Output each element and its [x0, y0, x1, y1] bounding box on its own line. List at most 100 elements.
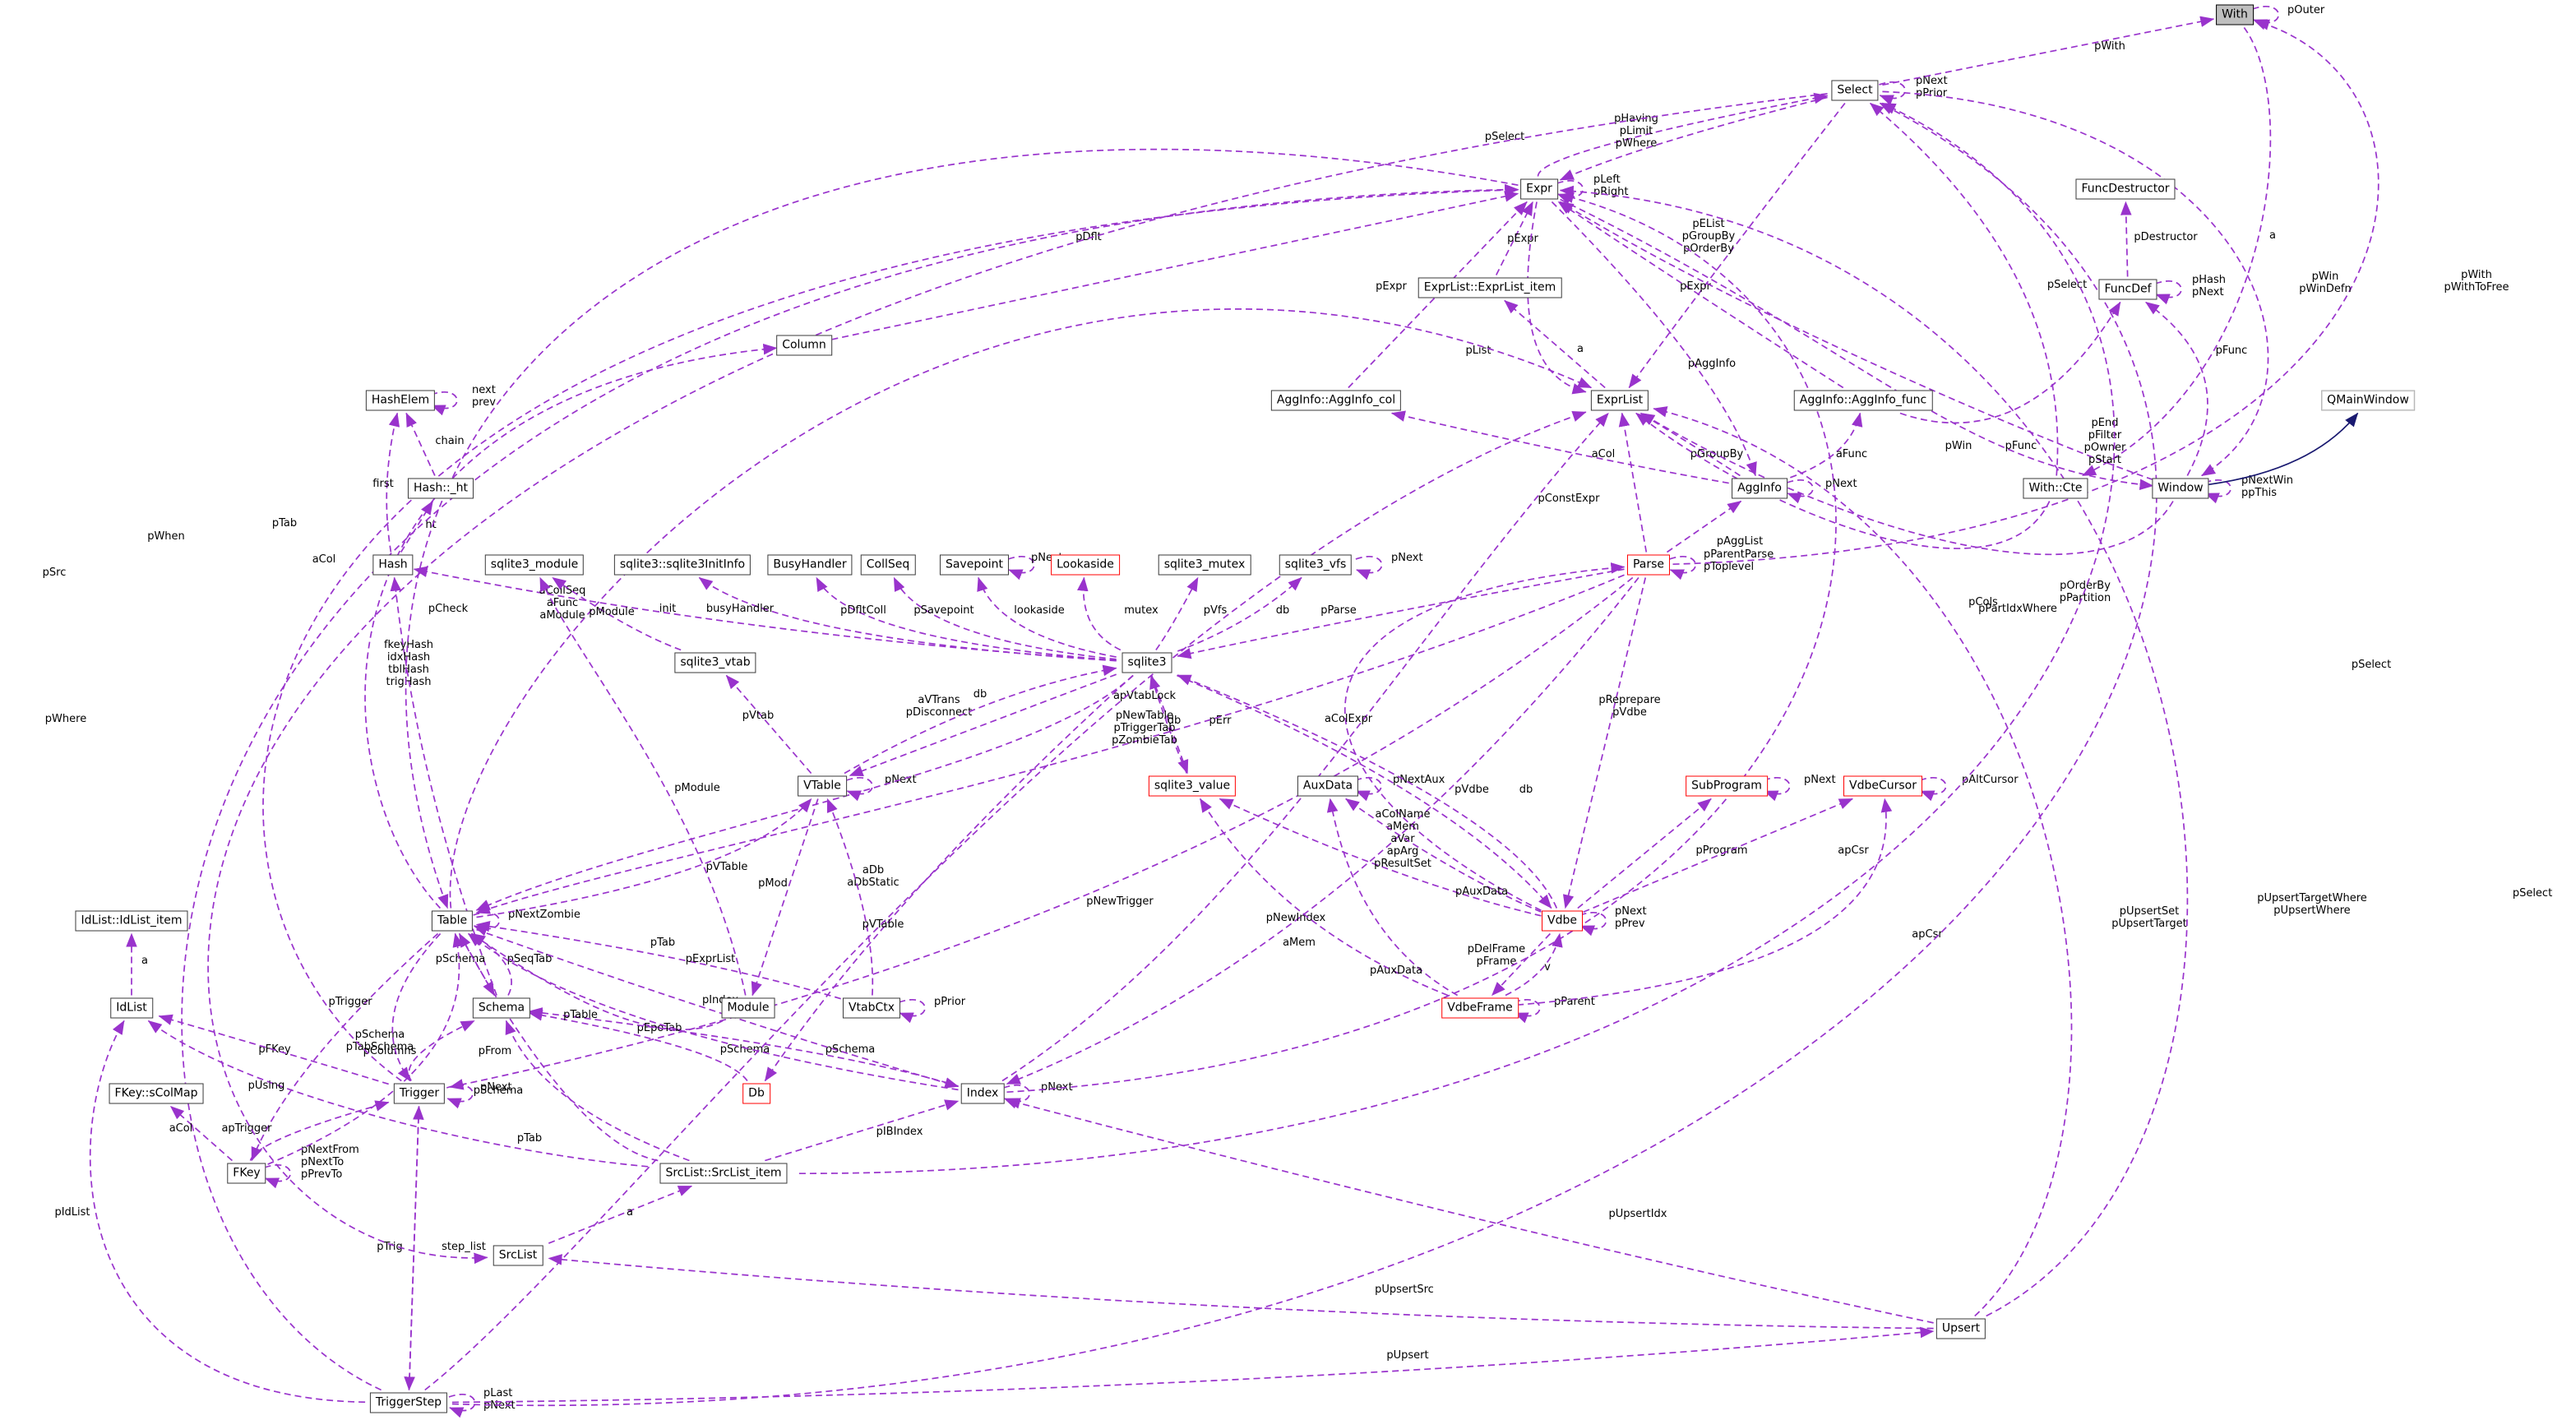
node-IdList[interactable]: IdList — [110, 997, 153, 1019]
node-VdbeCursor[interactable]: VdbeCursor — [1843, 775, 1922, 797]
edge-Vdbe-SubProgram — [1577, 798, 1712, 909]
node-Hash[interactable]: Hash — [372, 554, 414, 576]
node-InitInfo[interactable]: sqlite3::sqlite3InitInfo — [613, 554, 752, 576]
edge-label-FKey-Table: pFrom — [479, 1045, 511, 1057]
node-Index[interactable]: Index — [960, 1083, 1005, 1104]
node-Module[interactable]: Module — [721, 997, 775, 1019]
edge-FKey-FKey — [264, 1164, 292, 1189]
edge-sqlite3-sqlite3_vfs — [1177, 576, 1302, 652]
edge-label-Trigger-IdList: pColumns — [363, 1045, 417, 1057]
node-Savepoint[interactable]: Savepoint — [939, 554, 1010, 576]
node-Schema[interactable]: Schema — [472, 997, 531, 1019]
edge-Trigger-Schema — [408, 1020, 475, 1081]
node-Vdbe[interactable]: Vdbe — [1542, 910, 1583, 932]
edge-label-With-WithCte: a — [2269, 229, 2276, 242]
edge-label-Expr-Table: pTab — [272, 517, 297, 530]
node-HashElem[interactable]: HashElem — [365, 390, 436, 411]
node-HashHt[interactable]: Hash::_ht — [407, 478, 474, 499]
edge-Expr-Window — [1560, 198, 2154, 491]
edge-label-VtabCtx-Table: pTab — [650, 937, 675, 949]
node-With[interactable]: With — [2216, 4, 2254, 25]
edge-Trigger-IdList — [158, 1014, 389, 1085]
node-TriggerStep[interactable]: TriggerStep — [369, 1392, 448, 1413]
node-SrcList[interactable]: SrcList — [493, 1245, 543, 1266]
node-sqlite3_value[interactable]: sqlite3_value — [1148, 775, 1237, 797]
edge-AggInfoFunc-Expr — [1557, 201, 1844, 389]
edge-Hash-HashElem — [386, 412, 400, 553]
node-IdListItem[interactable]: IdList::IdList_item — [75, 910, 188, 932]
node-FuncDef[interactable]: FuncDef — [2098, 279, 2157, 300]
node-Window[interactable]: Window — [2152, 478, 2209, 499]
edge-Index-Table — [467, 932, 959, 1091]
edge-label-Trigger-Expr: pWhen — [147, 530, 185, 543]
node-Trigger[interactable]: Trigger — [393, 1083, 446, 1104]
edge-Index-ExprList — [1001, 412, 1609, 1082]
edge-label-Select-With: pWith — [2094, 40, 2125, 53]
edge-sqlite3-InitInfo — [698, 576, 1117, 662]
node-Upsert[interactable]: Upsert — [1935, 1318, 1986, 1339]
node-AggInfoCol[interactable]: AggInfo::AggInfo_col — [1270, 390, 1402, 411]
edge-label-sqlite3-BusyHandler: busyHandler — [706, 603, 775, 615]
edge-label-VtabCtx-VtabCtx: pPrior — [934, 996, 966, 1008]
edge-label-Parse-Index: pNewIndex — [1266, 912, 1326, 924]
node-ExprListItem[interactable]: ExprList::ExprList_item — [1417, 277, 1562, 298]
edge-label-VtabCtx-VTable: pVTable — [863, 918, 904, 931]
node-sqlite3[interactable]: sqlite3 — [1122, 652, 1172, 673]
node-SrcListItem[interactable]: SrcList::SrcList_item — [659, 1163, 788, 1184]
node-sqlite3_module[interactable]: sqlite3_module — [484, 554, 585, 576]
edge-VdbeFrame-Vdbe — [1505, 932, 1563, 997]
node-FKey[interactable]: FKey — [227, 1163, 266, 1184]
edge-sqlite3_vtab-sqlite3_module — [552, 576, 682, 651]
edge-label-Upsert-SrcList: pUpsertSrc — [1375, 1284, 1434, 1296]
edge-Parse-With — [1672, 19, 2379, 566]
node-Expr[interactable]: Expr — [1520, 178, 1558, 200]
edge-label-Parse-AggInfo: pAggList — [1717, 535, 1763, 548]
node-sqlite3_vtab[interactable]: sqlite3_vtab — [674, 652, 756, 673]
node-FuncDestructor[interactable]: FuncDestructor — [2075, 178, 2176, 200]
node-BusyHandler[interactable]: BusyHandler — [767, 554, 853, 576]
edge-label-VdbeFrame-VdbeFrame: pParent — [1554, 996, 1595, 1008]
node-Column[interactable]: Column — [776, 335, 832, 356]
node-WithCte[interactable]: With::Cte — [2023, 478, 2088, 499]
edge-label-AggInfoCol-Expr: pExpr — [1376, 280, 1407, 293]
edge-label-sqlite3_vtab-sqlite3_module: pModule — [589, 606, 635, 618]
node-Table[interactable]: Table — [431, 910, 474, 932]
node-AggInfoFunc[interactable]: AggInfo::AggInfo_func — [1793, 390, 1933, 411]
edge-label-AggInfoFunc-Expr: pExpr — [1680, 280, 1711, 293]
edge-VtabCtx-Table — [475, 920, 841, 1000]
edge-AggInfoFunc-FuncDef — [1899, 301, 2121, 424]
node-AggInfo[interactable]: AggInfo — [1732, 478, 1787, 499]
node-Lookaside[interactable]: Lookaside — [1051, 554, 1120, 576]
node-VdbeFrame[interactable]: VdbeFrame — [1441, 997, 1519, 1019]
node-Db[interactable]: Db — [742, 1083, 770, 1104]
node-CollSeq[interactable]: CollSeq — [860, 554, 916, 576]
edge-label-TriggerStep-Trigger: pTrig — [377, 1241, 403, 1253]
edge-Select-With — [1882, 16, 2215, 86]
node-Select[interactable]: Select — [1831, 80, 1879, 101]
node-sqlite3_mutex[interactable]: sqlite3_mutex — [1158, 554, 1251, 576]
node-QMainWindow[interactable]: QMainWindow — [2321, 390, 2415, 411]
edge-sqlite3-CollSeq — [893, 576, 1117, 660]
edge-label-SrcList-SrcListItem: a — [627, 1206, 633, 1219]
node-FKeyColMap[interactable]: FKey::sColMap — [109, 1083, 204, 1104]
node-AuxData[interactable]: AuxData — [1297, 775, 1359, 797]
node-ExprList[interactable]: ExprList — [1590, 390, 1649, 411]
edge-Upsert-ExprList — [1653, 406, 2073, 1317]
edge-label-FKey-FKeyColMap: aCol — [169, 1122, 193, 1135]
node-sqlite3_vfs[interactable]: sqlite3_vfs — [1279, 554, 1353, 576]
node-SubProgram[interactable]: SubProgram — [1686, 775, 1768, 797]
edge-label-VTable-sqlite3_vtab: pVtab — [742, 710, 774, 722]
node-VTable[interactable]: VTable — [798, 775, 847, 797]
node-Parse[interactable]: Parse — [1626, 554, 1671, 576]
edge-label-AggInfo-AggInfoCol: aCol — [1592, 448, 1616, 460]
node-VtabCtx[interactable]: VtabCtx — [842, 997, 901, 1019]
edge-VdbeCursor-VdbeCursor — [1919, 777, 1947, 802]
edge-Db-Schema — [528, 1010, 748, 1081]
edge-ExprList-ExprListItem — [1504, 299, 1606, 389]
